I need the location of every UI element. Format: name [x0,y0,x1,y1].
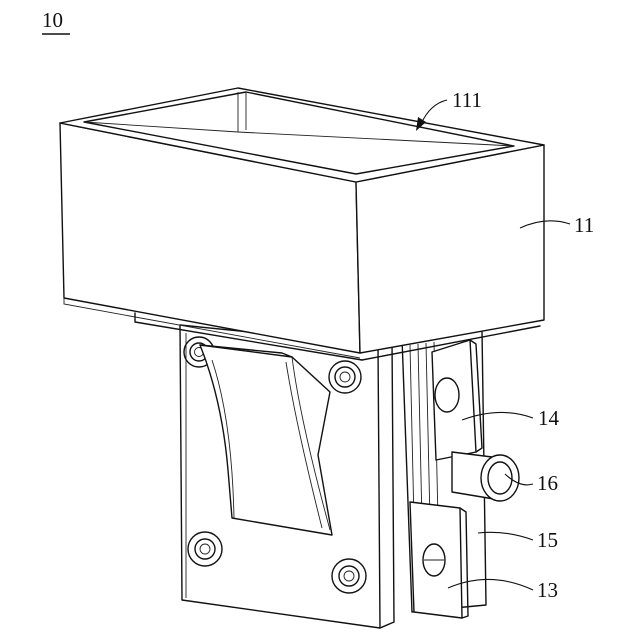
svg-text:16: 16 [537,471,558,495]
svg-text:11: 11 [574,213,594,237]
hopper-box [60,88,544,360]
label-15: 15 [478,528,558,552]
tube [452,452,519,501]
side-assembly [402,330,519,618]
svg-text:13: 13 [537,578,558,602]
lower-plate [410,502,468,618]
svg-text:14: 14 [538,406,560,430]
svg-text:111: 111 [452,88,482,112]
figure-number: 10 [42,8,63,32]
svg-text:15: 15 [537,528,558,552]
